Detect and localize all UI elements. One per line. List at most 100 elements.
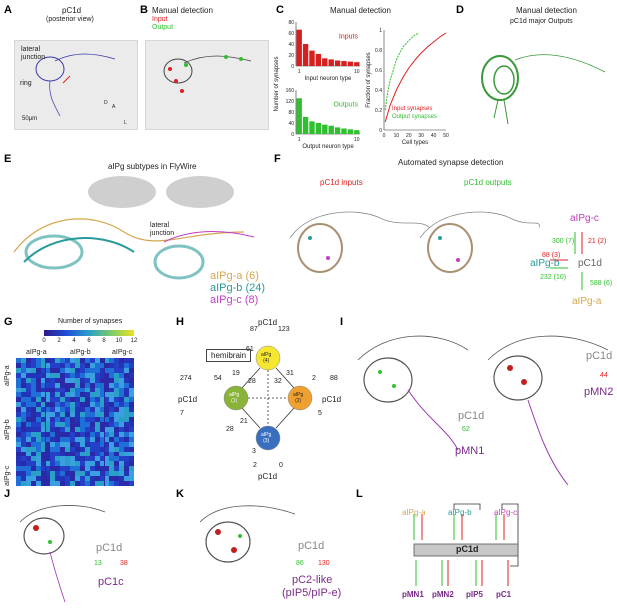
heatmap-cell [124,412,130,418]
heatmap-cell [16,446,21,452]
heatmap-cell [124,431,130,437]
h-edge-number: 5 [318,410,322,417]
heatmap-cell [94,358,100,363]
heatmap-cell [16,387,21,393]
heatmap-cell [75,387,80,393]
heatmap-cell [25,451,31,457]
heatmap-cell [104,431,110,437]
heatmap-cell [40,377,46,383]
f-edge-b-in: 88 (3) [542,252,561,259]
h-edge-number: 274 [180,375,192,382]
heatmap-cell [119,397,125,403]
heatmap-cell [60,402,66,408]
heatmap-cell [25,466,31,472]
h-edge-number: 123 [278,326,290,333]
heatmap-cell [65,417,71,422]
heatmap-cell [89,367,95,373]
y-axis-label: Number of synapses [274,56,280,111]
y-tick-label: 0.2 [375,108,382,114]
heatmap-cell [84,358,90,363]
heatmap-cell [99,476,105,482]
heatmap-cell [35,397,41,403]
heatmap-cell [79,456,85,462]
heatmap-cell [99,461,105,467]
heatmap-cell [35,362,41,368]
heatmap-cell [75,392,80,398]
h-pc1d-bottom: pC1d [258,472,278,481]
colorbar-tick: 8 [102,338,106,344]
heatmap-cell [20,367,26,373]
bar [322,124,328,134]
y-tick-label: 80 [288,110,294,116]
heatmap-cell [89,476,95,482]
heatmap-cell [104,451,110,457]
heatmap-cell [75,471,80,477]
heatmap-cell [129,451,134,457]
heatmap-cell [60,461,66,467]
heatmap-cell [40,397,46,403]
heatmap-cell [114,362,120,368]
heatmap-cell [99,392,105,398]
f-node-aipg-a: aIPg-a [572,296,602,307]
heatmap-cell [50,471,56,477]
heatmap-cell [94,417,100,422]
f-node-aipg-c: aIPg-c [570,213,599,224]
x-tick-label: 1 [298,69,301,75]
heatmap-cell [20,417,26,422]
bar [334,60,341,66]
heatmap-cell [45,431,51,437]
x-tick-label: 10 [394,133,400,139]
heatmap-cell [114,481,120,486]
heatmap-cell [40,451,46,457]
heatmap-cell [50,446,56,452]
heatmap-cell [94,441,100,447]
heatmap-cell [45,481,51,486]
heatmap-cell [104,372,110,378]
heatmap-cell [129,417,134,422]
heatmap-cell [60,412,66,418]
heatmap-cell [119,382,125,388]
heatmap-cell [40,441,46,447]
heatmap-cell [25,461,31,467]
j-pc1d: pC1d [96,542,123,554]
heatmap-cell [99,417,105,422]
panel-b-output: Output [152,24,174,31]
heatmap-cell [109,466,115,472]
heatmap-cell [114,451,120,457]
heatmap-cell [70,426,75,432]
heatmap-cell [30,436,36,442]
heatmap-cell [94,362,100,368]
heatmap-cell [119,466,125,472]
heatmap-cell [99,402,105,408]
heatmap-cell [20,377,26,383]
heatmap-cell [129,362,134,368]
heatmap-cell [70,436,75,442]
heatmap-cell [94,392,100,398]
heatmap-cell [35,382,41,388]
k-target: pC2-like [292,574,333,586]
panel-l-diagram [413,503,519,586]
heatmap-cell [84,422,90,427]
heatmap-cell [75,382,80,388]
heatmap-cell [20,362,26,368]
heatmap-cell [99,377,105,383]
heatmap-cell [65,431,71,437]
heatmap-cell [35,456,41,462]
heatmap-cell [84,387,90,393]
heatmap-cell [70,392,75,398]
heatmap-cell [79,422,85,427]
heatmap-cell [55,417,61,422]
heatmap-cell [45,441,51,447]
heatmap-cell [79,387,85,393]
heatmap-cell [70,412,75,418]
heatmap-cell [129,436,134,442]
heatmap-cell [25,377,31,383]
heatmap-cell [75,466,80,472]
heatmap-cell [20,358,26,363]
heatmap-cell [79,451,85,457]
heatmap-cell [109,451,115,457]
y-tick-label: 0 [291,64,294,70]
g-col-c: aIPg-c [112,349,133,356]
heatmap-cell [119,367,125,373]
